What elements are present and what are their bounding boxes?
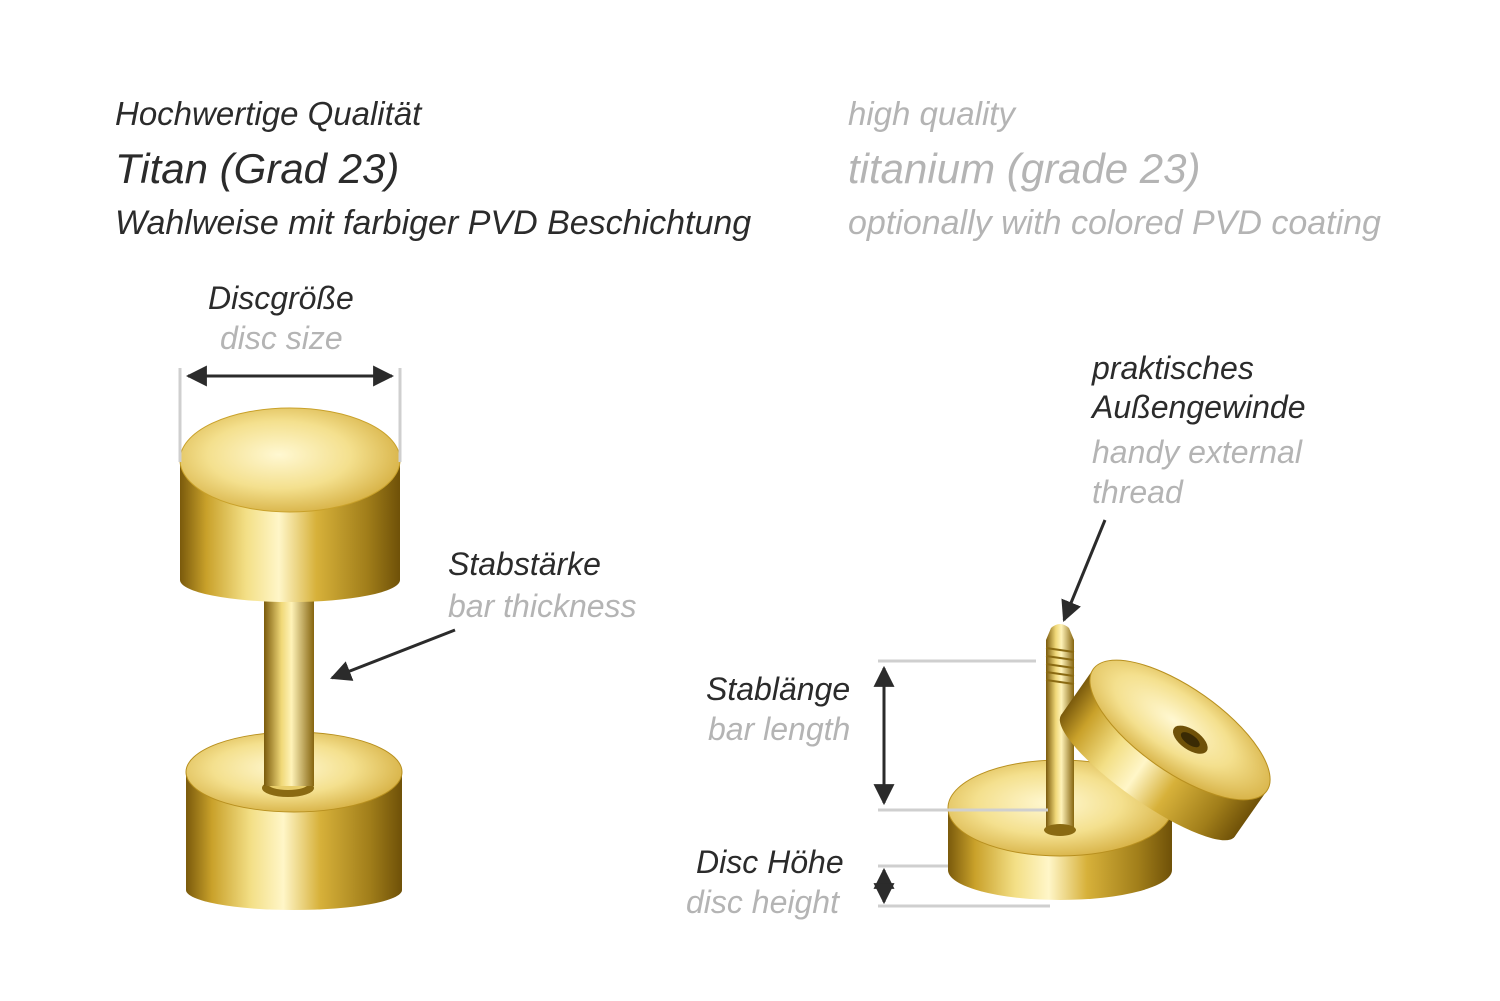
header-en-line3: optionally with colored PVD coating: [848, 204, 1381, 242]
bar-thickness-label-de: Stabstärke: [448, 546, 601, 582]
thread-label-de-2: Außengewinde: [1092, 389, 1306, 425]
bar-length-label-en: bar length: [708, 711, 851, 747]
bar-thickness-label-en: bar thickness: [448, 588, 637, 624]
thread-label-en-2: thread: [1092, 474, 1183, 510]
right-tilted-disc: [1059, 659, 1271, 841]
header-en-line1: high quality: [848, 95, 1015, 132]
bar-thickness-arrow: [330, 628, 456, 681]
left-plug-icon: [179, 407, 403, 910]
right-plug-icon: [947, 624, 1271, 900]
thread-arrow: [1061, 519, 1107, 622]
header-de-line3: Wahlweise mit farbiger PVD Beschichtung: [115, 204, 752, 242]
left-top-disc: [179, 407, 401, 602]
bar-length-measure: [873, 659, 1048, 812]
left-bar: [264, 590, 314, 786]
disc-size-measure: [178, 365, 402, 462]
header-de-line1: Hochwertige Qualität: [115, 95, 422, 132]
bar-length-label-de: Stablänge: [706, 671, 851, 707]
disc-size-label-de: Discgröße: [208, 280, 354, 316]
disc-height-label-de: Disc Höhe: [696, 844, 844, 880]
disc-size-label-en: disc size: [220, 320, 343, 356]
thread-label-en-1: handy external: [1092, 434, 1302, 470]
header-de-line2: Titan (Grad 23): [115, 145, 400, 192]
disc-height-measure: [873, 864, 1050, 908]
header-en-line2: titanium (grade 23): [848, 145, 1201, 192]
thread-label-de-1: praktisches: [1092, 350, 1254, 386]
disc-height-label-en: disc height: [686, 884, 839, 920]
